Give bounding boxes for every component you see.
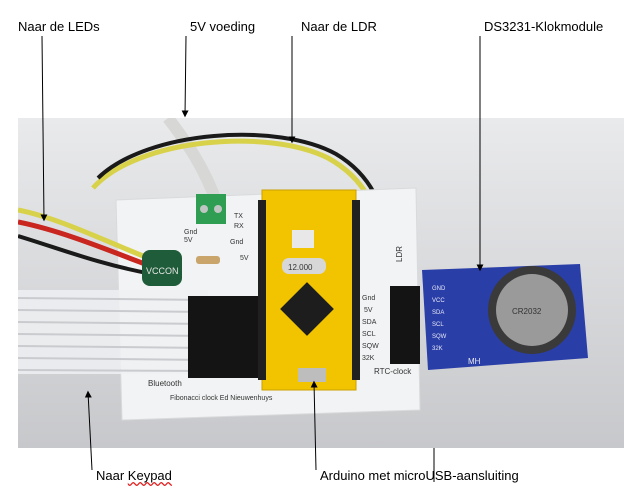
label-ldr: Naar de LDR [301, 19, 377, 34]
capacitor [142, 250, 182, 286]
module-pin-scl: SCL [432, 322, 444, 328]
label-leds: Naar de LEDs [18, 19, 100, 34]
module-brand: MH [468, 357, 481, 366]
arrow-power [181, 35, 189, 118]
pin-gnd: Gnd [230, 239, 243, 246]
keypad-ribbon [18, 290, 209, 374]
led-wire-black [18, 234, 153, 276]
battery-label: CR2032 [512, 307, 542, 316]
label-power: 5V voeding [190, 19, 256, 34]
micro-usb-port [298, 368, 326, 382]
nano-pins-right [352, 200, 360, 380]
nano-chip [280, 282, 334, 336]
label-arduino: Arduino met microUSB-aansluiting [320, 468, 519, 483]
power-header-5v: 5V [184, 237, 193, 244]
resistor [196, 256, 220, 264]
pin-5v: 5V [240, 255, 249, 262]
power-header-gnd: Gnd [184, 229, 197, 236]
pcb-footer-text: Fibonacci clock Ed Nieuwenhuys [170, 395, 273, 402]
led-wire-red [18, 219, 151, 269]
label-keypad-prefix: Naar [96, 468, 128, 483]
circuit-photo: VCCON Gnd 5V 12.000 TX RX Gnd 5V Gnd 5V … [18, 118, 624, 448]
label-keypad: Naar Keypad [96, 468, 172, 483]
nano-reset [292, 230, 314, 248]
led-wire-yellow [18, 207, 149, 261]
pin-rx: RX [234, 223, 244, 230]
nano-crystal-label: 12.000 [288, 263, 313, 272]
keypad-header [188, 296, 258, 378]
capacitor-label: VCCON [146, 266, 179, 276]
rtc-pin-scl: SCL [362, 331, 376, 338]
bluetooth-label: Bluetooth [148, 379, 182, 388]
pin-tx: TX [234, 213, 243, 220]
label-keypad-word: Keypad [127, 468, 172, 483]
module-pin-32k: 32K [432, 346, 443, 352]
rtc-clock-label: RTC-clock [374, 367, 412, 376]
rtc-pin-5v: 5V [364, 307, 373, 314]
rtc-pin-32k: 32K [362, 355, 375, 362]
module-pin-sda: SDA [432, 310, 444, 316]
ldr-board-label: LDR [395, 246, 404, 262]
nano-pins-left [258, 200, 266, 380]
nano-crystal [282, 258, 326, 274]
rtc-pin-gnd: Gnd [362, 295, 375, 302]
rtc-header [390, 286, 420, 364]
module-pin-vcc: VCC [432, 298, 445, 304]
power-cable [163, 118, 224, 208]
rtc-pin-sda: SDA [362, 319, 377, 326]
rtc-pin-sqw: SQW [362, 343, 379, 350]
label-clock-module: DS3231-Klokmodule [484, 19, 604, 34]
module-pin-gnd: GND [432, 286, 446, 292]
module-pin-sqw: SQW [432, 334, 447, 340]
